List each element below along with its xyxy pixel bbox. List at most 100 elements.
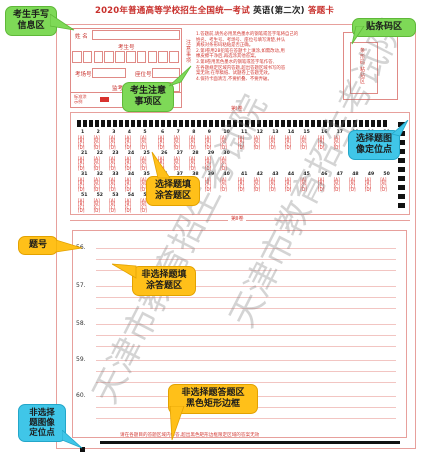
mc-option-bubble[interactable]: [D]: [109, 166, 116, 172]
mc-option-bubble[interactable]: [C]: [78, 204, 85, 210]
mc-option-bubble[interactable]: [D]: [253, 145, 261, 151]
mc-option-bubble[interactable]: [D]: [109, 187, 116, 193]
mc-option-bubble[interactable]: [A]: [300, 135, 307, 140]
mc-option-bubble[interactable]: [A]: [109, 156, 116, 161]
mc-option-bubble[interactable]: [A]: [238, 177, 245, 182]
mc-option-bubble[interactable]: [D]: [93, 166, 101, 172]
mc-option-bubble[interactable]: [B]: [238, 180, 245, 186]
mc-option-bubble[interactable]: [D]: [78, 208, 85, 214]
mc-option-bubble[interactable]: [D]: [204, 145, 212, 151]
mc-option-bubble[interactable]: [C]: [380, 183, 387, 189]
mc-option-bubble[interactable]: [D]: [300, 187, 307, 193]
mc-option-bubble[interactable]: [C]: [189, 162, 196, 168]
mc-option-bubble[interactable]: [C]: [173, 141, 180, 147]
mc-option-bubble[interactable]: [D]: [238, 145, 245, 151]
mc-option-bubble[interactable]: [C]: [204, 141, 212, 147]
mc-option-bubble[interactable]: [D]: [204, 187, 212, 193]
mc-option-bubble[interactable]: [D]: [93, 208, 101, 214]
mc-option-bubble[interactable]: [A]: [318, 135, 325, 140]
mc-option-bubble[interactable]: [C]: [318, 141, 325, 147]
mc-option-bubble[interactable]: [A]: [173, 135, 180, 140]
mc-option-bubble[interactable]: [C]: [124, 204, 132, 210]
mc-option-bubble[interactable]: [C]: [220, 141, 227, 147]
mc-option-bubble[interactable]: [C]: [364, 183, 372, 189]
mc-option-bubble[interactable]: [B]: [140, 159, 147, 165]
mc-option-bubble[interactable]: [C]: [269, 141, 276, 147]
mc-option-bubble[interactable]: [A]: [78, 177, 85, 182]
mc-option-bubble[interactable]: [D]: [140, 187, 147, 193]
mc-option-bubble[interactable]: [A]: [333, 177, 340, 182]
mc-option-bubble[interactable]: [A]: [204, 177, 211, 182]
mc-option-bubble[interactable]: [B]: [220, 138, 227, 144]
mc-option-bubble[interactable]: [A]: [269, 177, 276, 182]
mc-option-bubble[interactable]: [D]: [189, 145, 196, 151]
mc-option-bubble[interactable]: [D]: [140, 145, 147, 151]
mc-option-bubble[interactable]: [B]: [124, 159, 131, 165]
mc-option-bubble[interactable]: [C]: [78, 162, 85, 168]
mc-option-bubble[interactable]: [C]: [238, 183, 245, 189]
mc-option-bubble[interactable]: [D]: [140, 208, 147, 214]
mc-option-bubble[interactable]: [A]: [380, 177, 387, 182]
mc-option-bubble[interactable]: [A]: [140, 198, 147, 203]
mc-option-bubble[interactable]: [C]: [140, 183, 147, 189]
mc-option-bubble[interactable]: [A]: [220, 177, 227, 182]
mc-option-bubble[interactable]: [C]: [204, 183, 212, 189]
mc-option-bubble[interactable]: [A]: [93, 198, 100, 203]
exam-number-box[interactable]: [136, 51, 147, 63]
mc-option-bubble[interactable]: [D]: [109, 208, 116, 214]
mc-option-bubble[interactable]: [D]: [380, 187, 387, 193]
mc-option-bubble[interactable]: [C]: [93, 162, 100, 168]
mc-option-bubble[interactable]: [D]: [109, 145, 116, 151]
mc-option-bubble[interactable]: [A]: [220, 135, 227, 140]
mc-option-bubble[interactable]: [B]: [204, 159, 211, 165]
mc-option-bubble[interactable]: [A]: [140, 177, 147, 182]
mc-option-bubble[interactable]: [B]: [109, 159, 116, 165]
mc-option-bubble[interactable]: [B]: [109, 180, 116, 186]
mc-option-bubble[interactable]: [D]: [93, 187, 101, 193]
mc-option-bubble[interactable]: [D]: [78, 187, 85, 193]
mc-option-bubble[interactable]: [C]: [109, 204, 116, 210]
mc-option-bubble[interactable]: [D]: [158, 145, 165, 151]
mc-option-bubble[interactable]: [D]: [220, 145, 227, 151]
mc-option-bubble[interactable]: [D]: [333, 187, 341, 193]
mc-option-bubble[interactable]: [B]: [158, 138, 165, 144]
mc-option-bubble[interactable]: [A]: [124, 177, 131, 182]
mc-option-bubble[interactable]: [D]: [173, 145, 181, 151]
mc-option-bubble[interactable]: [C]: [238, 141, 245, 147]
mc-option-bubble[interactable]: [C]: [349, 183, 356, 189]
mc-option-bubble[interactable]: [B]: [269, 180, 276, 186]
mc-option-bubble[interactable]: [B]: [333, 138, 340, 144]
mc-option-bubble[interactable]: [C]: [269, 183, 276, 189]
mc-option-bubble[interactable]: [A]: [109, 198, 116, 203]
mc-option-bubble[interactable]: [A]: [253, 177, 260, 182]
mc-option-bubble[interactable]: [D]: [364, 187, 372, 193]
mc-option-bubble[interactable]: [A]: [284, 135, 291, 140]
mc-option-bubble[interactable]: [B]: [78, 180, 85, 186]
mc-option-bubble[interactable]: [D]: [124, 187, 132, 193]
mc-option-bubble[interactable]: [A]: [238, 135, 245, 140]
mc-option-bubble[interactable]: [A]: [173, 156, 180, 161]
mc-option-bubble[interactable]: [B]: [158, 159, 165, 165]
mc-option-bubble[interactable]: [A]: [158, 156, 165, 161]
mc-option-bubble[interactable]: [B]: [333, 180, 340, 186]
mc-option-bubble[interactable]: [C]: [140, 204, 147, 210]
mc-option-bubble[interactable]: [D]: [269, 145, 276, 151]
mc-option-bubble[interactable]: [B]: [124, 180, 131, 186]
mc-option-bubble[interactable]: [D]: [189, 166, 196, 172]
mc-option-bubble[interactable]: [A]: [78, 198, 85, 203]
mc-option-bubble[interactable]: [C]: [253, 141, 260, 147]
mc-option-bubble[interactable]: [A]: [93, 177, 100, 182]
mc-option-bubble[interactable]: [D]: [284, 145, 292, 151]
mc-option-bubble[interactable]: [A]: [140, 135, 147, 140]
mc-option-bubble[interactable]: [A]: [140, 156, 147, 161]
mc-option-bubble[interactable]: [A]: [333, 135, 340, 140]
mc-option-bubble[interactable]: [A]: [364, 177, 371, 182]
mc-option-bubble[interactable]: [C]: [124, 183, 132, 189]
mc-option-bubble[interactable]: [D]: [78, 166, 85, 172]
mc-option-bubble[interactable]: [D]: [173, 166, 181, 172]
mc-option-bubble[interactable]: [C]: [220, 162, 227, 168]
mc-option-bubble[interactable]: [B]: [109, 201, 116, 207]
mc-option-bubble[interactable]: [A]: [109, 135, 116, 140]
mc-option-bubble[interactable]: [D]: [300, 145, 307, 151]
exam-number-box[interactable]: [126, 51, 136, 63]
